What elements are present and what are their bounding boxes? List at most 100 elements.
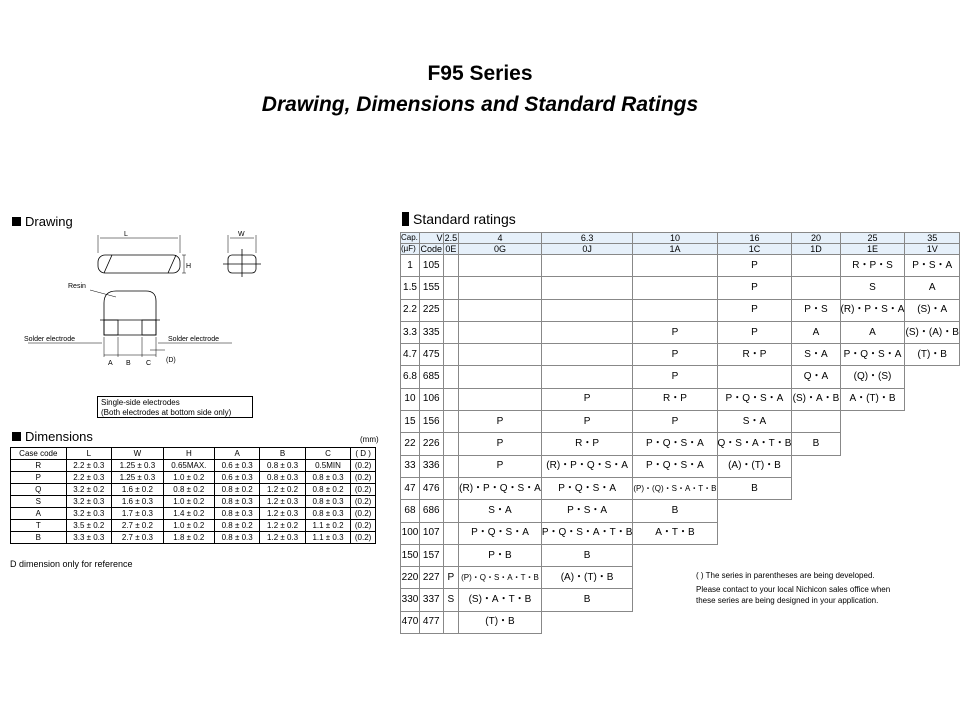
rating-cell	[632, 276, 718, 300]
empty-cell	[717, 544, 792, 566]
dimensions-cell: P	[10, 471, 67, 484]
dimensions-cell: R	[10, 459, 67, 472]
dimensions-cell: 0.8 ± 0.2	[304, 483, 352, 496]
dimensions-cell: 0.6 ± 0.3	[213, 459, 261, 472]
dimensions-cell: 3.2 ± 0.2	[65, 483, 113, 496]
rating-cell: A・(T)・B	[839, 387, 906, 412]
rating-cell: S・A	[716, 410, 793, 434]
dimensions-cell: 0.8 ± 0.3	[304, 471, 352, 484]
label-A: A	[108, 360, 113, 367]
rating-cell: P・S・A	[904, 253, 960, 278]
dimensions-cell: (0.2)	[350, 471, 376, 484]
cap-value-cell: 22	[400, 432, 420, 456]
rating-cell: P・Q・S・A	[540, 476, 634, 501]
rating-cell	[442, 276, 460, 300]
dimensions-header-cell: B	[259, 447, 306, 460]
dimensions-cell: 1.25 ± 0.3	[111, 471, 164, 484]
rating-cell: R・P	[716, 343, 793, 367]
rating-cell: B	[716, 476, 793, 501]
rating-cell	[632, 298, 718, 322]
dimensions-cell: S	[10, 495, 67, 508]
dimensions-cell: 0.8 ± 0.3	[304, 507, 352, 520]
rating-cell: P	[716, 276, 793, 300]
rating-cell	[442, 521, 460, 545]
rating-cell: P	[632, 410, 718, 434]
rating-cell	[442, 610, 460, 635]
dimensions-cell: Q	[10, 483, 67, 496]
voltage-code-cell: 0E	[442, 243, 460, 255]
cap-code-cell: 226	[418, 432, 444, 456]
rating-cell	[716, 365, 793, 389]
dimensions-header-cell: A	[213, 447, 261, 460]
voltage-label-cell: V	[418, 232, 444, 244]
empty-cell	[840, 433, 905, 455]
empty-cell	[905, 522, 960, 544]
rating-cell: P	[716, 253, 793, 278]
rating-cell	[442, 365, 460, 389]
dimensions-cell: 3.5 ± 0.2	[65, 519, 113, 532]
empty-cell	[840, 522, 905, 544]
dimensions-cell: (0.2)	[350, 483, 376, 496]
empty-cell	[792, 611, 840, 633]
cap-code-cell: 106	[418, 387, 444, 412]
dimensions-cell: 0.65MAX.	[162, 459, 215, 472]
rating-cell: R・P	[632, 387, 718, 412]
dimensions-header-cell: Case code	[10, 447, 67, 460]
cap-value-cell: 2.2	[400, 298, 420, 322]
rating-cell: P	[458, 432, 542, 456]
dimensions-cell: 1.6 ± 0.3	[111, 495, 164, 508]
rating-cell: P	[458, 454, 542, 478]
cap-code-cell: 157	[418, 543, 444, 568]
rating-cell	[442, 387, 460, 412]
rating-cell	[458, 253, 542, 278]
cap-value-cell: 6.8	[400, 365, 420, 389]
rating-cell	[442, 476, 460, 501]
dimensions-cell: 0.8 ± 0.3	[259, 471, 306, 484]
rating-cell	[442, 432, 460, 456]
rating-cell: P	[458, 410, 542, 434]
empty-cell	[905, 589, 960, 611]
empty-cell	[633, 611, 717, 633]
rating-cell	[540, 298, 634, 322]
dimensions-cell: 0.8 ± 0.2	[213, 483, 261, 496]
cap-code-cell: 156	[418, 410, 444, 434]
dimensions-cell: 3.3 ± 0.3	[65, 531, 113, 544]
rating-cell	[442, 454, 460, 478]
voltage-cell: 6.3	[540, 232, 634, 244]
dimensions-cell: 3.2 ± 0.3	[65, 507, 113, 520]
dimensions-cell: T	[10, 519, 67, 532]
dimensions-cell: (0.2)	[350, 459, 376, 472]
dimensions-cell: 0.8 ± 0.3	[259, 459, 306, 472]
cap-value-cell: 100	[400, 521, 420, 545]
rating-cell	[458, 343, 542, 367]
dimensions-cell: 0.8 ± 0.2	[213, 519, 261, 532]
empty-cell	[905, 567, 960, 589]
dimensions-cell: 1.2 ± 0.3	[259, 531, 306, 544]
rating-cell	[632, 253, 718, 278]
rating-cell: (T)・B	[458, 610, 542, 635]
rating-cell	[442, 253, 460, 278]
rating-cell: (T)・B	[904, 343, 960, 367]
dimensions-cell: 2.2 ± 0.3	[65, 459, 113, 472]
empty-cell	[840, 411, 905, 433]
rating-cell: A・T・B	[632, 521, 718, 545]
cap-code-cell: 105	[418, 253, 444, 278]
rating-cell: S	[839, 276, 906, 300]
rating-cell: (S)・(A)・B	[904, 320, 960, 345]
dimensions-cell: 1.2 ± 0.2	[259, 519, 306, 532]
rating-cell	[540, 343, 634, 367]
empty-cell	[905, 455, 960, 477]
dimensions-cell: 3.2 ± 0.3	[65, 495, 113, 508]
voltage-code-cell: 1V	[904, 243, 960, 255]
code-label-cell: Code	[418, 243, 444, 255]
